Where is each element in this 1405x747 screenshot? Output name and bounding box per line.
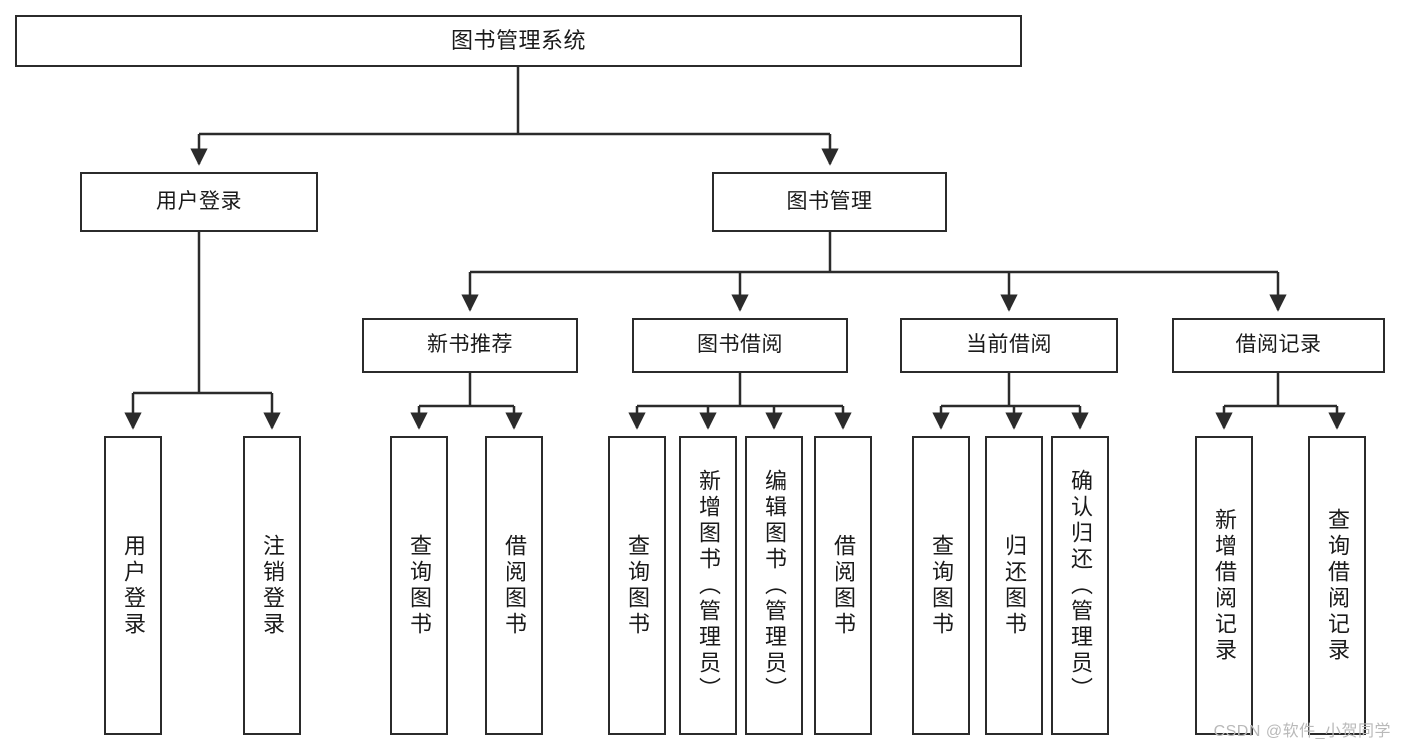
node-book-borrow-label: 图书借阅: [697, 333, 783, 357]
leaf-borrow-book[interactable]: 借阅图书: [814, 436, 872, 735]
node-book-manage-label: 图书管理: [786, 189, 873, 213]
leaf-add-book-admin[interactable]: 新增图书（管理员）: [679, 436, 737, 735]
node-book-borrow[interactable]: 图书借阅: [632, 318, 848, 373]
leaf-add-borrow-record[interactable]: 新增借阅记录: [1195, 436, 1253, 735]
leaf-edit-book-admin[interactable]: 编辑图书（管理员）: [745, 436, 803, 735]
leaf-borrow-book-recommend-label: 借阅图书: [502, 533, 527, 638]
node-user-login-label: 用户登录: [156, 189, 242, 213]
leaf-return-book[interactable]: 归还图书: [985, 436, 1043, 735]
leaf-edit-book-admin-label: 编辑图书（管理员）: [762, 468, 787, 703]
node-current-borrow[interactable]: 当前借阅: [900, 318, 1118, 373]
leaf-confirm-return-admin[interactable]: 确认归还（管理员）: [1051, 436, 1109, 735]
leaf-borrow-book-recommend[interactable]: 借阅图书: [485, 436, 543, 735]
leaf-query-book-borrow-label: 查询图书: [625, 533, 650, 638]
leaf-borrow-book-label: 借阅图书: [831, 533, 856, 638]
leaf-query-book-recommend-label: 查询图书: [407, 533, 432, 638]
leaf-query-book-current[interactable]: 查询图书: [912, 436, 970, 735]
leaf-query-book-recommend[interactable]: 查询图书: [390, 436, 448, 735]
node-borrow-record-label: 借阅记录: [1235, 333, 1322, 357]
node-root[interactable]: 图书管理系统: [15, 15, 1022, 67]
leaf-add-borrow-record-label: 新增借阅记录: [1212, 507, 1237, 664]
node-book-manage[interactable]: 图书管理: [712, 172, 947, 232]
leaf-query-borrow-record[interactable]: 查询借阅记录: [1308, 436, 1366, 735]
leaf-user-login-label: 用户登录: [121, 533, 146, 638]
leaf-user-login[interactable]: 用户登录: [104, 436, 162, 735]
leaf-add-book-admin-label: 新增图书（管理员）: [696, 468, 721, 703]
leaf-query-book-borrow[interactable]: 查询图书: [608, 436, 666, 735]
leaf-confirm-return-admin-label: 确认归还（管理员）: [1068, 468, 1093, 703]
node-new-book-recommend[interactable]: 新书推荐: [362, 318, 578, 373]
leaf-query-book-current-label: 查询图书: [929, 533, 954, 638]
leaf-logout-login[interactable]: 注销登录: [243, 436, 301, 735]
leaf-query-borrow-record-label: 查询借阅记录: [1325, 507, 1350, 664]
leaf-logout-login-label: 注销登录: [260, 533, 285, 638]
leaf-return-book-label: 归还图书: [1002, 533, 1027, 638]
node-current-borrow-label: 当前借阅: [966, 333, 1052, 357]
node-borrow-record[interactable]: 借阅记录: [1172, 318, 1385, 373]
node-user-login[interactable]: 用户登录: [80, 172, 318, 232]
node-root-label: 图书管理系统: [450, 28, 586, 54]
node-new-book-recommend-label: 新书推荐: [427, 333, 513, 357]
